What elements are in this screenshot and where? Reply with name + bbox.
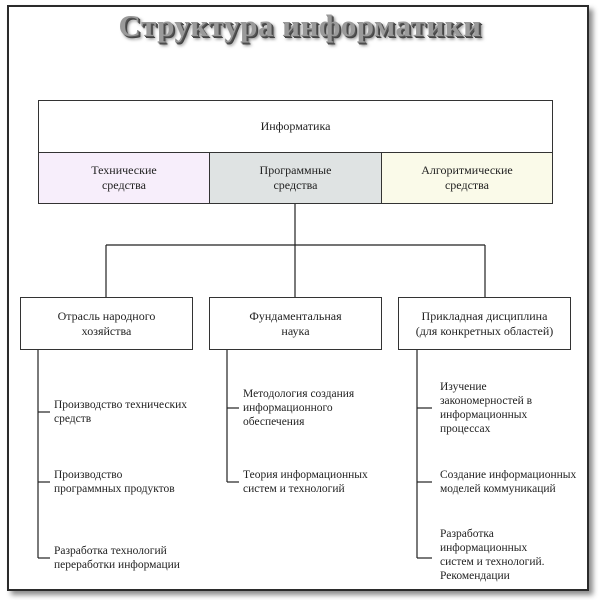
branch-box-economy: Отрасль народного хозяйства xyxy=(20,297,193,350)
root-box: Информатика xyxy=(38,100,553,153)
branch-label-applied: Прикладная дисциплина (для конкретных об… xyxy=(415,308,554,338)
means-label-software: Программные средства xyxy=(259,163,332,192)
leaf-1-2: Производство программных продуктов xyxy=(54,469,175,495)
leaf-2-2: Теория информационных систем и технологи… xyxy=(243,469,368,495)
leaf-3-3: Разработка информационных систем и техно… xyxy=(440,528,545,582)
leaf-2-1: Методология создания информационного обе… xyxy=(243,388,355,428)
branch-box-applied: Прикладная дисциплина (для конкретных об… xyxy=(398,297,571,350)
means-box-software: Программные средства xyxy=(209,152,382,204)
branch-label-science: Фундаментальная наука xyxy=(249,308,342,338)
branch-box-science: Фундаментальная наука xyxy=(209,297,382,350)
leaf-1-1: Производство технических средств xyxy=(54,399,188,425)
leaf-1-3: Разработка технологий переработки информ… xyxy=(54,545,180,571)
means-label-algorithmic: Алгоритмические средства xyxy=(421,163,513,192)
diagram-title: Структура информатики xyxy=(118,8,482,43)
means-box-algorithmic: Алгоритмические средства xyxy=(381,152,553,204)
means-label-technical: Технические средства xyxy=(91,163,157,192)
branch-label-economy: Отрасль народного хозяйства xyxy=(57,308,156,338)
root-label: Информатика xyxy=(260,119,331,133)
means-box-technical: Технические средства xyxy=(38,152,210,204)
leaf-3-2: Создание информационных моделей коммуник… xyxy=(440,469,577,495)
leaf-3-1: Изучение закономерностей в информационны… xyxy=(440,381,533,435)
